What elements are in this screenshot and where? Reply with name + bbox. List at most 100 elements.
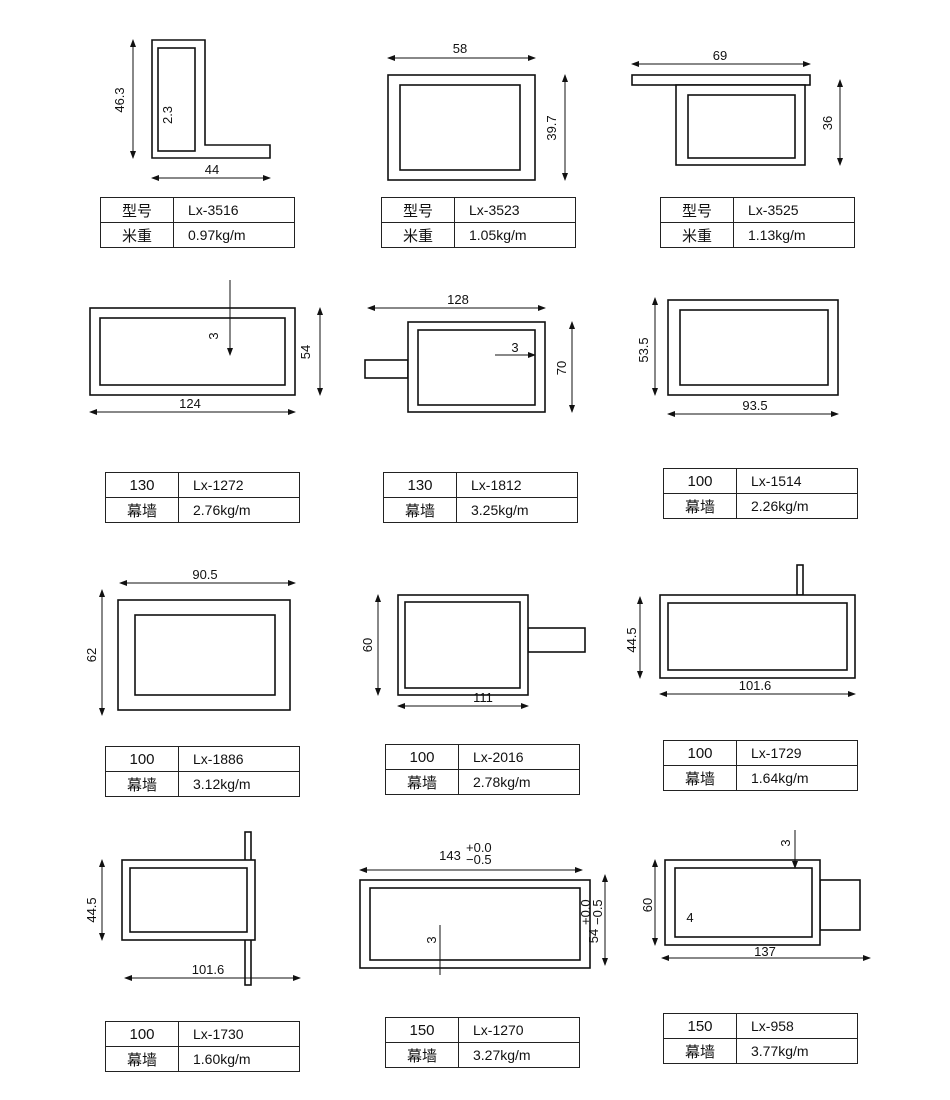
spec-label: 幕墙 [663, 765, 737, 791]
dim-label: 101.6 [192, 962, 225, 977]
dim-label: 70 [554, 361, 569, 375]
dim-label: 128 [447, 292, 469, 307]
dim-label: 4 [686, 910, 693, 925]
dim-label: 54 [298, 345, 313, 359]
spec-label: 幕墙 [105, 771, 179, 797]
dim-label: 69 [713, 48, 727, 63]
dim-label: 54 [586, 929, 601, 943]
dim-label: 3 [424, 936, 439, 943]
spec-label: 型号 [381, 197, 455, 223]
profile-drawing-lx-1272: 3 54 124 [89, 280, 323, 415]
dim-label: 137 [754, 944, 776, 959]
spec-value: Lx-3516 [173, 197, 295, 223]
spec-value: Lx-1886 [178, 746, 300, 772]
dim-label: 2.3 [160, 106, 175, 124]
spec-label: 米重 [381, 222, 455, 248]
spec-label: 100 [105, 1021, 179, 1047]
dim-label: 101.6 [739, 678, 772, 693]
profile-drawing-lx-3523: 58 39.7 [387, 41, 568, 181]
spec-value: Lx-3523 [454, 197, 576, 223]
spec-value: 3.27kg/m [458, 1042, 580, 1068]
spec-value: 1.05kg/m [454, 222, 576, 248]
profile-drawing-lx-1270: 143 +0.0 −0.5 54 +0.0 −0.5 3 [359, 840, 608, 975]
dim-label: 60 [640, 898, 655, 912]
dim-label: 3 [511, 340, 518, 355]
spec-value: Lx-3525 [733, 197, 855, 223]
spec-label: 幕墙 [663, 1038, 737, 1064]
spec-label: 米重 [660, 222, 734, 248]
profile-drawing-lx-2016: 60 111 [360, 594, 586, 709]
profile-drawing-lx-3525: 69 36 [631, 48, 843, 166]
spec-label: 100 [663, 740, 737, 766]
dim-label: 111 [473, 690, 493, 705]
dim-label: 143 [439, 848, 461, 863]
spec-value: 1.64kg/m [736, 765, 858, 791]
spec-value: Lx-1730 [178, 1021, 300, 1047]
dim-tolerance: +0.0 [466, 840, 492, 855]
dim-label: 62 [84, 648, 99, 662]
spec-label: 米重 [100, 222, 174, 248]
dim-label: 60 [360, 638, 375, 652]
dim-label: 58 [453, 41, 467, 56]
profile-drawing-lx-1730: 44.5 101.6 [84, 831, 301, 986]
profile-drawing-lx-3516: 46.3 2.3 44 [112, 39, 271, 181]
spec-label: 幕墙 [385, 769, 459, 795]
spec-label: 130 [383, 472, 457, 498]
spec-value: 3.25kg/m [456, 497, 578, 523]
spec-value: Lx-1272 [178, 472, 300, 498]
spec-value: 1.60kg/m [178, 1046, 300, 1072]
dim-label: 44.5 [84, 897, 99, 922]
dim-tolerance: +0.0 [578, 899, 593, 925]
dim-label: 124 [179, 396, 201, 411]
spec-label: 100 [105, 746, 179, 772]
spec-label: 幕墙 [385, 1042, 459, 1068]
profile-drawing-lx-958: 3 60 4 137 [640, 830, 871, 961]
spec-value: 1.13kg/m [733, 222, 855, 248]
spec-value: Lx-1812 [456, 472, 578, 498]
spec-value: Lx-958 [736, 1013, 858, 1039]
dim-label: 53.5 [636, 337, 651, 362]
dim-tolerance: −0.5 [590, 899, 605, 925]
profile-drawing-lx-1886: 90.5 62 [84, 567, 296, 716]
spec-value: Lx-1270 [458, 1017, 580, 1043]
dim-label: 90.5 [192, 567, 217, 582]
profile-drawing-lx-1812: 128 3 70 [364, 292, 575, 413]
spec-value: Lx-1514 [736, 468, 858, 494]
spec-label: 100 [385, 744, 459, 770]
spec-label: 150 [385, 1017, 459, 1043]
dim-label: 93.5 [742, 398, 767, 413]
dim-label: 39.7 [544, 115, 559, 140]
spec-value: Lx-1729 [736, 740, 858, 766]
spec-label: 150 [663, 1013, 737, 1039]
spec-label: 型号 [660, 197, 734, 223]
profile-drawing-lx-1514: 53.5 93.5 [636, 297, 839, 417]
profile-drawing-lx-1729: 44.5 101.6 [624, 564, 856, 697]
spec-value: Lx-2016 [458, 744, 580, 770]
dim-label: 46.3 [112, 87, 127, 112]
spec-value: 2.76kg/m [178, 497, 300, 523]
dim-label: 44 [205, 162, 219, 177]
dim-label: 3 [206, 332, 221, 339]
dim-label: 3 [778, 839, 793, 846]
spec-label: 幕墙 [105, 497, 179, 523]
spec-value: 3.77kg/m [736, 1038, 858, 1064]
dim-label: 44.5 [624, 627, 639, 652]
spec-label: 幕墙 [383, 497, 457, 523]
spec-value: 0.97kg/m [173, 222, 295, 248]
spec-label: 130 [105, 472, 179, 498]
spec-label: 幕墙 [105, 1046, 179, 1072]
spec-value: 2.26kg/m [736, 493, 858, 519]
dim-tolerance: −0.5 [466, 852, 492, 867]
